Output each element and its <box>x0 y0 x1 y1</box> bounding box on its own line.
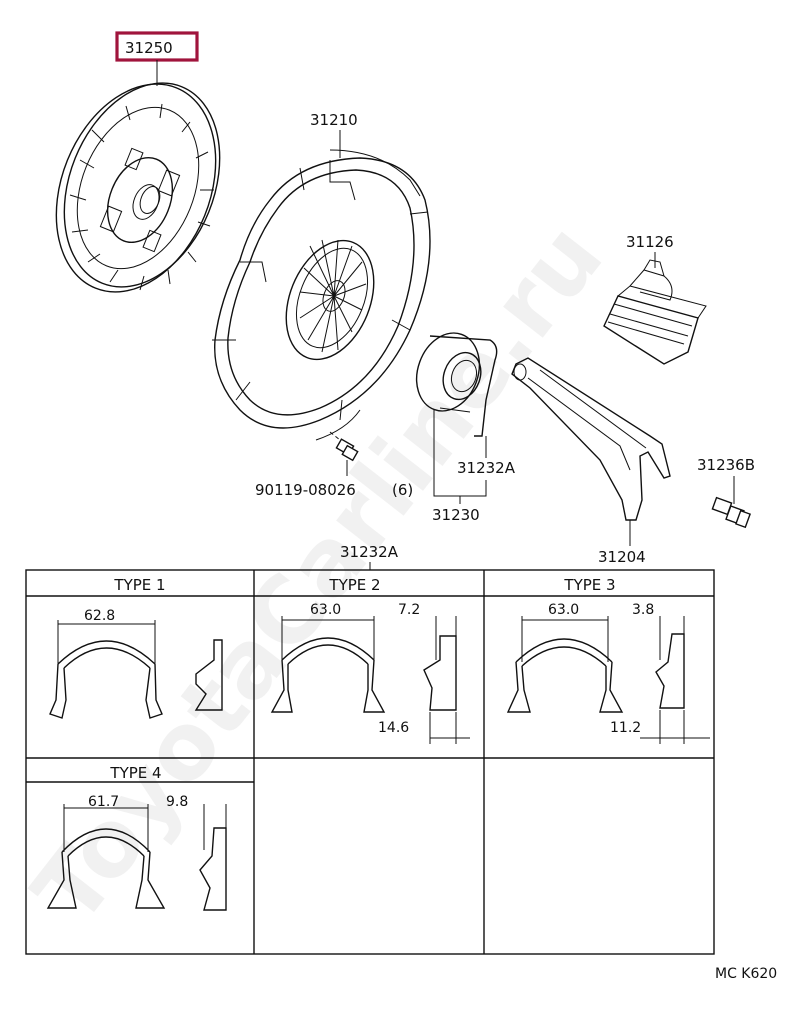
type-3-width: 63.0 <box>548 602 579 618</box>
type-2-clip-drawing <box>270 616 470 744</box>
type-3-header: TYPE 3 <box>563 576 615 594</box>
type-3-offset: 11.2 <box>610 720 641 736</box>
watermark: ToyotaCarline.ru <box>13 204 624 943</box>
part-label-31232A-top[interactable]: 31232A <box>457 459 516 477</box>
part-label-31210[interactable]: 31210 <box>310 111 358 129</box>
type-4-header: TYPE 4 <box>109 764 161 782</box>
release-bearing-drawing <box>415 332 498 437</box>
part-label-31232A-table[interactable]: 31232A <box>340 543 399 561</box>
part-label-31230[interactable]: 31230 <box>432 506 480 524</box>
type-2-offset: 14.6 <box>378 720 409 736</box>
release-fork-drawing <box>511 357 671 521</box>
type-table <box>25 569 715 955</box>
clutch-disc-drawing <box>55 82 221 293</box>
diagram-code: MC K620 <box>715 966 777 982</box>
clutch-cover-drawing <box>212 149 431 441</box>
type-3-clip-drawing <box>506 616 710 744</box>
pivot-stud-drawing <box>711 496 751 529</box>
bolt-drawing <box>329 431 359 476</box>
part-label-31236B[interactable]: 31236B <box>697 456 755 474</box>
part-label-31250[interactable]: 31250 <box>125 39 173 57</box>
type-1-header: TYPE 1 <box>113 576 165 594</box>
type-2-header: TYPE 2 <box>328 576 380 594</box>
type-3-thickness: 3.8 <box>632 602 654 618</box>
part-label-90119-08026[interactable]: 90119-08026 <box>255 481 356 499</box>
type-4-clip-drawing <box>46 804 227 911</box>
boot-drawing <box>603 259 707 365</box>
type-2-thickness: 7.2 <box>398 602 420 618</box>
part-label-31204[interactable]: 31204 <box>598 548 646 566</box>
type-1-width: 62.8 <box>84 608 115 624</box>
part-label-31126[interactable]: 31126 <box>626 233 674 251</box>
type-2-width: 63.0 <box>310 602 341 618</box>
type-4-width: 61.7 <box>88 794 119 810</box>
type-4-thickness: 9.8 <box>166 794 188 810</box>
type-1-clip-drawing <box>49 620 223 719</box>
part-quantity: (6) <box>392 481 413 499</box>
